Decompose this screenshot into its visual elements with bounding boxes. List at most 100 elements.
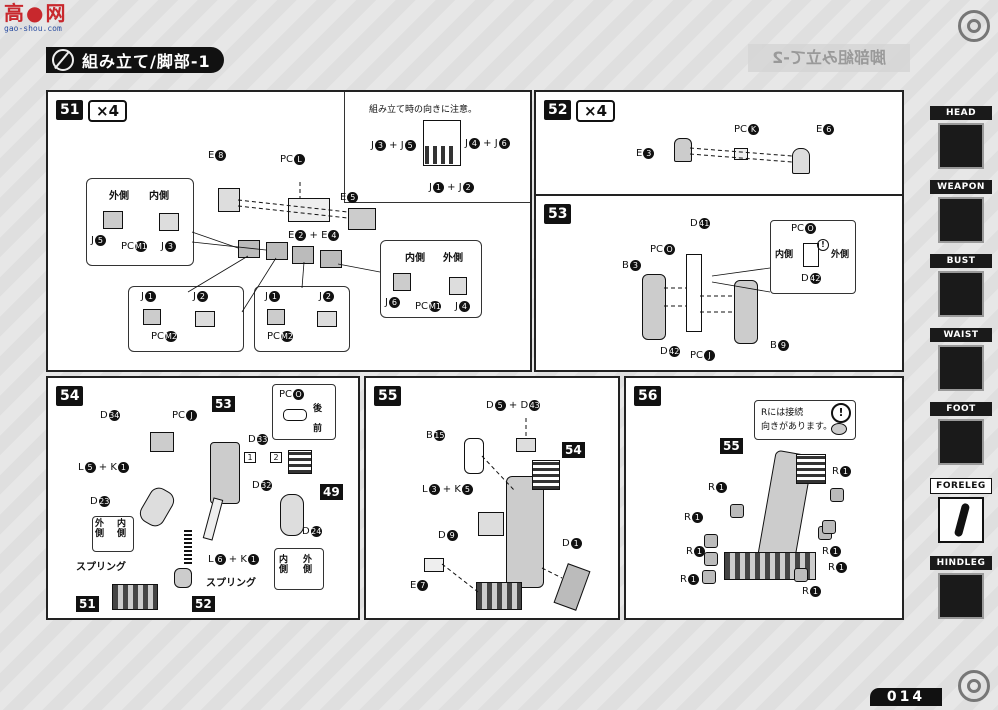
leg-segment (292, 246, 314, 264)
tab-hindleg[interactable]: HINDLEG (930, 556, 992, 626)
page-number: 014 (870, 688, 942, 706)
connection-note-line2: 向きがあります。 (761, 422, 833, 432)
wrench-icon (52, 49, 74, 71)
foreleg-thumbnail-icon (938, 497, 984, 543)
step-number: 55 (374, 386, 402, 406)
label-spring: スプリング (76, 562, 126, 573)
tab-label: BUST (930, 254, 992, 268)
part-r1 (704, 552, 718, 566)
label-d42: D42 (801, 273, 821, 284)
quantity-badge: ×4 (576, 100, 616, 122)
label-pc-m1: PCM1 (121, 241, 148, 252)
part-r1 (794, 568, 808, 582)
part-r1 (702, 570, 716, 584)
detail-box-orientation: 外側 内側 (92, 516, 134, 552)
step-number: 52 (544, 100, 572, 120)
leg-assembly-54 (506, 476, 544, 588)
tab-foreleg[interactable]: FORELEG (930, 478, 992, 548)
step-number: 51 (56, 100, 84, 120)
part-r1 (730, 504, 744, 518)
tab-foot[interactable]: FOOT (930, 402, 992, 472)
head-thumbnail-icon (938, 123, 984, 169)
watermark-logo-text: 高●网 (4, 1, 68, 25)
part-e5 (348, 208, 376, 230)
label-outer: 外側 (95, 519, 105, 539)
page-title: 組み立て/脚部-1 (82, 52, 211, 71)
page-title-bar: 組み立て/脚部-1 (46, 47, 224, 73)
label-inner: 内側 (117, 519, 127, 539)
tab-label: WEAPON (930, 180, 992, 194)
label-outer: 外側 (443, 253, 463, 264)
part-j3 (159, 213, 179, 231)
part-e6 (792, 148, 810, 174)
box-1: 1 (244, 452, 256, 463)
label-d24: D24 (302, 526, 322, 537)
part-r-illustration (831, 423, 847, 435)
label-outer: 外側 (303, 555, 313, 575)
label-d33: D33 (248, 434, 268, 445)
step-ref-49: 49 (320, 484, 343, 500)
step-number: 53 (544, 204, 572, 224)
label-d32: D32 (252, 480, 272, 491)
part-j1 (267, 309, 285, 325)
label-inner: 内側 (279, 555, 289, 575)
tab-bust[interactable]: BUST (930, 254, 992, 324)
waist-thumbnail-icon (938, 345, 984, 391)
note-box: Rには接続 向きがあります。 ! (754, 400, 856, 440)
part-d24 (280, 494, 304, 536)
box-2: 2 (270, 452, 282, 463)
weapon-thumbnail-icon (938, 197, 984, 243)
part-r1 (830, 488, 844, 502)
step-ref-52: 52 (192, 596, 215, 612)
quantity-badge: ×4 (88, 100, 128, 122)
part-b15 (464, 438, 484, 474)
rod (202, 497, 224, 541)
tab-label: HINDLEG (930, 556, 992, 570)
tab-label: FORELEG (930, 478, 992, 494)
part-49-claw (288, 450, 312, 474)
step-ref-51: 51 (76, 596, 99, 612)
label-outer: 外側 (831, 250, 850, 260)
step-ref-53: 53 (212, 396, 235, 412)
step-ref-54: 54 (562, 442, 585, 458)
part-d23 (136, 484, 178, 530)
hindleg-thumbnail-icon (938, 573, 984, 619)
tab-waist[interactable]: WAIST (930, 328, 992, 398)
tab-head[interactable]: HEAD (930, 106, 992, 176)
foot-thumbnail-icon (938, 419, 984, 465)
claw (532, 460, 560, 490)
label-b15: B15 (426, 430, 445, 441)
part-d9 (478, 512, 504, 536)
section-sidebar: HEAD WEAPON BUST WAIST FOOT FORELEG HIND… (924, 96, 998, 619)
watermark-url: gao-shou.com (4, 24, 62, 33)
part-pc-o (283, 409, 307, 421)
tab-weapon[interactable]: WEAPON (930, 180, 992, 250)
orientation-note: 組み立て時の向きに注意。 (369, 105, 478, 115)
label-pc-m2: PCM2 (267, 331, 294, 342)
